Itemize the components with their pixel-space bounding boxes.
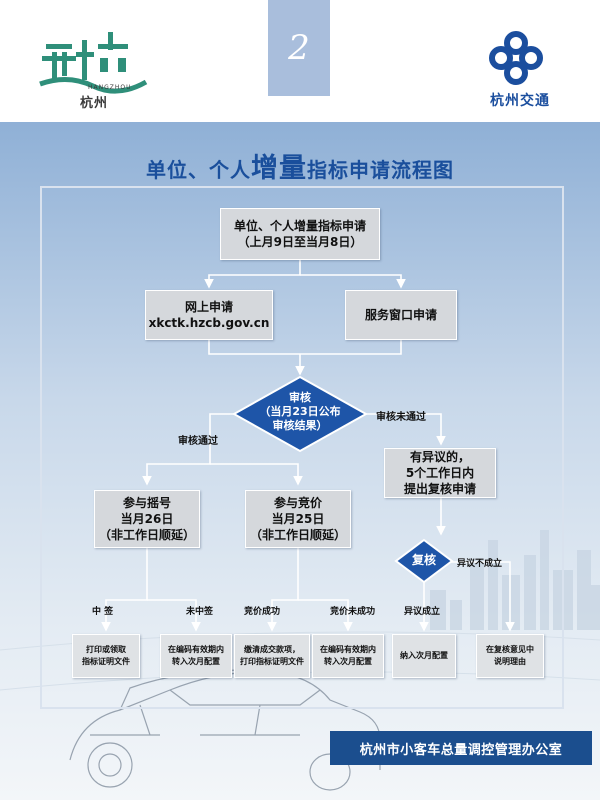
apply-start-line2: （上月9日至当月8日） [237,235,363,249]
auction-box: 参与竞价 当月25日 （非工作日顺延） [245,490,351,548]
label-lose: 未中签 [186,607,214,617]
outcome-include-next-month: 纳入次月配置 [392,634,456,678]
apply-start-box: 单位、个人增量指标申请 （上月9日至当月8日） [220,208,380,260]
objection-line1: 有异议的， [409,450,470,464]
online-apply-box: 网上申请 xkctk.hzcb.gov.cn [145,290,273,340]
online-apply-url: xkctk.hzcb.gov.cn [148,316,270,330]
objection-line3: 提出复核申请 [403,482,476,496]
title-part-3: 指标申请流程图 [307,158,454,182]
outcome-print-certificate: 打印或领取 指标证明文件 [72,634,140,678]
objection-box: 有异议的， 5个工作日内 提出复核申请 [384,448,496,498]
apply-start-line1: 单位、个人增量指标申请 [233,219,366,233]
footer-banner: 杭州市小客车总量调控管理办公室 [330,731,592,765]
auction-line3: （非工作日顺延） [249,528,346,542]
flowchart-frame [40,186,564,709]
title-part-2: 增量 [251,153,307,184]
title-part-1: 单位、个人 [146,158,251,182]
window-apply-label: 服务窗口申请 [364,308,437,322]
transport-logo-text: 杭州交通 [490,93,550,109]
objection-line2: 5个工作日内 [405,466,475,480]
lottery-line3: （非工作日顺延） [98,528,195,542]
page-number-tab: 2 [268,0,330,96]
review-line2: （当月23日公布 [259,405,341,418]
out5-line1: 纳入次月配置 [400,651,448,660]
lottery-line1: 参与摇号 [122,496,171,510]
out3-line2: 打印指标证明文件 [240,657,304,666]
outcome-lottery-next-month: 在编码有效期内 转入次月配置 [160,634,232,678]
label-win: 中 签 [92,607,114,617]
auction-line1: 参与竞价 [273,496,322,510]
window-apply-box: 服务窗口申请 [345,290,457,340]
label-review-pass: 审核通过 [178,436,218,447]
label-bid-success: 竞价成功 [244,607,281,617]
label-review-fail: 审核未通过 [376,412,426,423]
review-text: 审核 （当月23日公布 审核结果） [250,391,350,433]
outcome-auction-next-month: 在编码有效期内 转入次月配置 [312,634,384,678]
review-line1: 审核 [289,391,311,404]
hangzhou-logo-english: HANGZHOU [88,84,132,91]
out1-line2: 指标证明文件 [82,657,130,666]
label-objection-fail: 异议不成立 [457,559,503,569]
hangzhou-transport-logo-icon [489,31,543,85]
out4-line1: 在编码有效期内 [320,645,376,654]
recheck-diamond [394,538,454,584]
hangzhou-logo-text: 杭州 [80,96,109,111]
out6-line2: 说明理由 [494,657,526,666]
label-objection-ok: 异议成立 [404,607,441,617]
hangzhou-city-logo-icon [39,32,148,94]
out2-line1: 在编码有效期内 [168,645,224,654]
auction-line2: 当月25日 [271,512,325,526]
outcome-pay-and-print: 缴清成交款项， 打印指标证明文件 [234,634,310,678]
out1-line1: 打印或领取 [86,645,126,654]
lottery-line2: 当月26日 [120,512,174,526]
recheck-text: 复核 [411,553,436,567]
page-title: 单位、个人增量指标申请流程图 [0,146,600,185]
review-diamond [231,375,369,453]
outcome-explain-reason: 在复核意见中 说明理由 [476,634,544,678]
label-bid-fail: 竞价未成功 [330,607,376,617]
out4-line2: 转入次月配置 [324,657,372,666]
review-line3: 审核结果） [272,419,328,432]
out3-line1: 缴清成交款项， [244,645,300,654]
online-apply-line1: 网上申请 [184,300,233,314]
lottery-box: 参与摇号 当月26日 （非工作日顺延） [94,490,200,548]
page-number: 2 [288,28,310,68]
out2-line2: 转入次月配置 [172,657,220,666]
out6-line1: 在复核意见中 [486,645,534,654]
